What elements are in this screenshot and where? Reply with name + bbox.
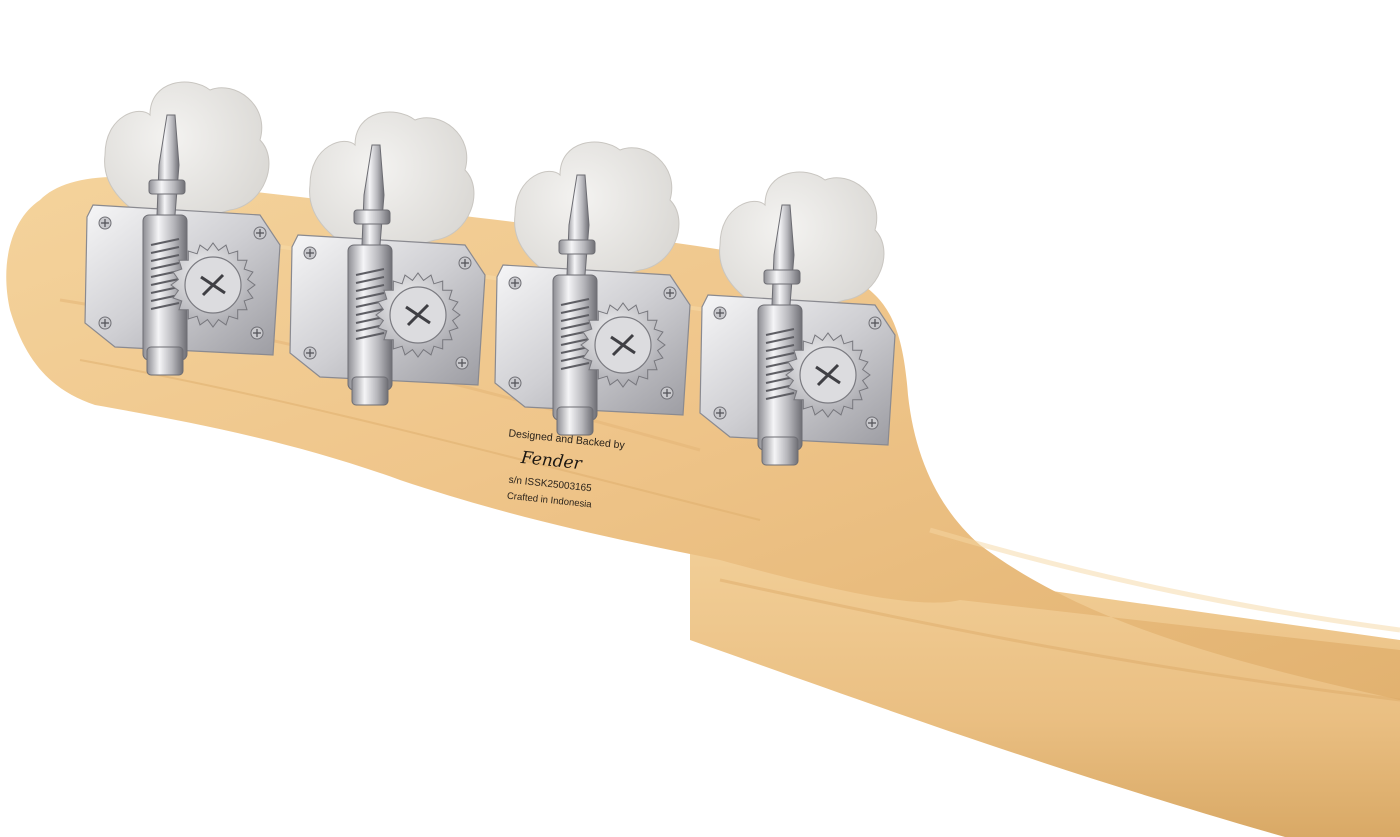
screw-icon: [508, 376, 522, 390]
tuner-machine: [494, 174, 691, 436]
screw-icon: [250, 326, 264, 340]
gear-icon: [170, 242, 256, 328]
screw-icon: [713, 306, 727, 320]
screw-icon: [303, 246, 317, 260]
screw-icon: [663, 286, 677, 300]
maple-neck: [690, 540, 1400, 837]
tuner-key: [719, 171, 885, 331]
gear-icon: [375, 272, 461, 358]
tuner-machine: [84, 114, 281, 376]
tuner-machines: [84, 114, 896, 466]
screw-icon: [865, 416, 879, 430]
screw-icon: [455, 356, 469, 370]
screw-icon: [458, 256, 472, 270]
tuner-keys: [104, 81, 885, 331]
screw-icon: [508, 276, 522, 290]
tuner-shaft: [148, 114, 186, 216]
screw-icon: [98, 316, 112, 330]
gear-icon: [580, 302, 666, 388]
screw-icon: [713, 406, 727, 420]
screw-icon: [303, 346, 317, 360]
tuner-key: [514, 141, 680, 301]
tuner-machine: [289, 144, 486, 406]
screw-icon: [660, 386, 674, 400]
tuner-shaft: [353, 144, 391, 246]
tuner-shaft: [763, 204, 801, 306]
screw-icon: [868, 316, 882, 330]
gear-icon: [785, 332, 871, 418]
tuner-key: [104, 81, 270, 241]
tuner-key: [309, 111, 475, 271]
screw-icon: [98, 216, 112, 230]
tuner-machine: [699, 204, 896, 466]
tuner-shaft: [558, 174, 596, 276]
screw-icon: [253, 226, 267, 240]
